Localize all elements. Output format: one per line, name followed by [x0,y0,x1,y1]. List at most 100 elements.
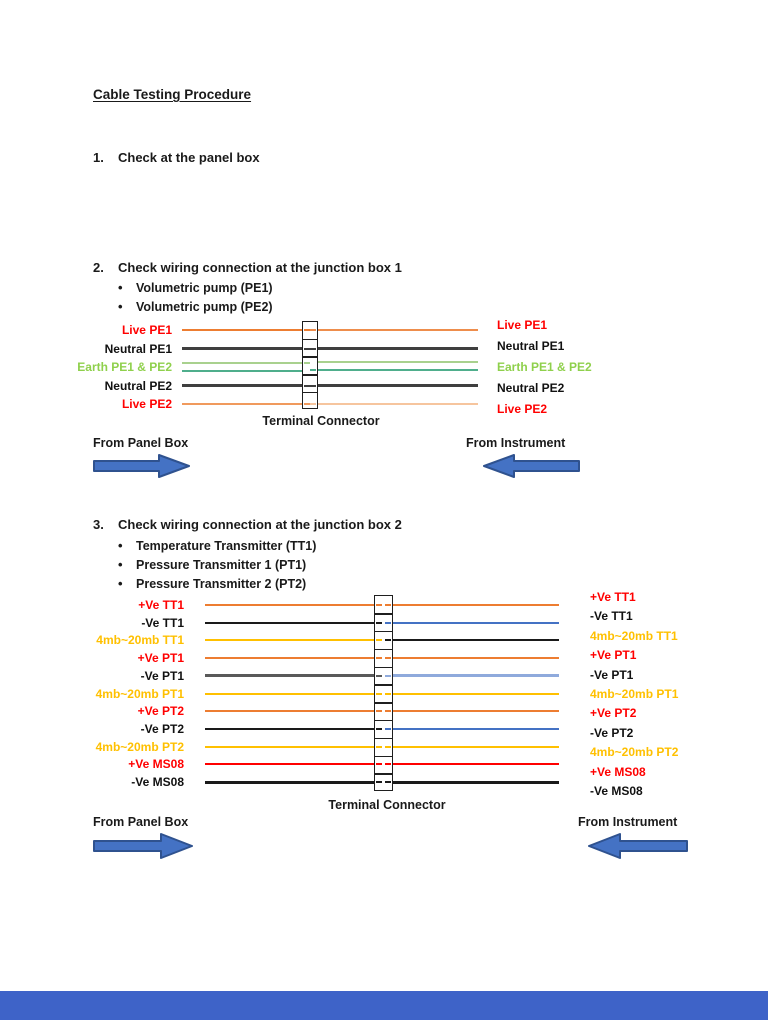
wire-line [393,745,559,748]
wire-stub [376,745,382,748]
wire-stub [376,674,382,677]
from-panel-box-label: From Panel Box [93,815,189,829]
list-text: Check wiring connection at the junction … [118,517,402,532]
wire-line [182,329,302,331]
wire-line [205,621,374,624]
wire-stub [385,621,391,624]
wire-line [318,369,478,371]
wire-stub [376,657,382,660]
wire-line [393,692,559,695]
wire-label-left: +Ve PT2 [137,704,184,719]
wire-label-left: Live PE2 [121,397,172,411]
bullet-text: Temperature Transmitter (TT1) [136,539,317,553]
wire-line [393,780,559,784]
wire-label-left: Live PE1 [121,323,172,337]
wire-label-left: 4mb~20mb PT2 [95,739,184,754]
bullet-item: • Temperature Transmitter (TT1) [118,538,316,553]
list-number: 2. [93,260,104,275]
from-panel-box-label: From Panel Box [93,436,189,450]
list-text: Check at the panel box [118,150,260,165]
wire-label-right: Earth PE1 & PE2 [497,360,592,374]
wire-label-left: Neutral PE1 [104,341,172,356]
wire-label-left: Earth PE1 & PE2 [77,360,172,374]
bullet-dot-icon: • [118,280,123,295]
wire-line [205,674,374,678]
terminal-connector-label: Terminal Connector [262,414,380,428]
wire-line [205,745,374,748]
wire-label-right: -Ve TT1 [590,609,633,624]
list-number: 3. [93,517,104,532]
connector-cell-divider [375,755,392,758]
bullet-item: • Volumetric pump (PE1) [118,280,273,295]
connector-cell-divider [375,773,392,775]
terminal-connector [374,595,393,791]
connector-cell-divider [375,737,392,740]
wire-line [205,639,374,642]
wire-label-left: +Ve MS08 [128,757,184,772]
bullet-dot-icon: • [118,557,123,572]
list-item-3: 3. Check wiring connection at the junctio… [93,517,402,532]
bullet-text: Pressure Transmitter 1 (PT1) [136,558,307,572]
wire-stub [385,674,391,677]
wire-label-left: +Ve TT1 [138,598,184,612]
wire-stub [376,727,382,730]
wire-stub [304,329,310,331]
wire-stub [385,604,391,606]
wire-label-left: Neutral PE2 [104,378,172,393]
wire-line [393,657,559,660]
wire-line [205,692,374,695]
wire-line [205,780,374,784]
bullet-item: •Pressure Transmitter 2 (PT2) [118,576,306,591]
wire-label-right: Neutral PE2 [497,381,565,395]
wire-line [393,763,559,766]
wire-line [205,657,374,660]
bullet-dot-icon: • [118,576,123,591]
wire-line [182,370,302,372]
wire-label-right: -Ve PT2 [590,725,634,740]
wire-stub [385,657,391,660]
wire-stub [376,763,382,766]
wire-label-right: Live PE1 [497,318,548,332]
wire-line [393,621,559,624]
wire-line [393,710,559,713]
wire-stub [385,763,391,766]
wire-line [318,329,478,331]
list-item-1: 1.Check at the panel box [93,150,260,165]
wire-label-left: 4mb~20mb TT1 [96,633,184,648]
wire-stub [385,710,391,713]
wire-stub [385,639,391,642]
bullet-text: Volumetric pump (PE1) [136,281,273,295]
wire-stub [310,384,316,387]
wire-stub [310,329,316,331]
wire-line [205,710,374,713]
from-instrument-label: From Instrument [578,815,678,829]
wire-stub [310,403,316,405]
wire-stub [304,384,310,387]
wire-stub [376,639,382,642]
wire-line [318,384,478,387]
wire-line [318,361,478,363]
terminal-connector [302,321,318,409]
connector-cell-divider [375,684,392,686]
connector-cell-divider [303,374,317,376]
wire-label-right: -Ve PT1 [590,667,634,682]
wire-stub [304,362,310,364]
wire-label-left: -Ve TT1 [141,615,184,630]
wire-line [205,604,374,606]
wire-label-right: +Ve TT1 [590,590,636,604]
wire-stub [376,604,382,606]
from-instrument-label: From Instrument [466,436,566,450]
footer-bar [0,991,768,1020]
wire-label-left: +Ve PT1 [137,651,184,666]
arrow-left-icon [483,454,580,478]
bullet-dot-icon: • [118,538,123,553]
connector-cell-divider [303,356,317,358]
connector-cell-divider [375,702,392,704]
wire-label-right: +Ve PT1 [590,648,637,663]
terminal-connector-label: Terminal Connector [328,798,446,812]
bullet-dot-icon: • [118,299,123,314]
wire-stub [385,745,391,748]
wire-stub [385,781,391,783]
wire-label-right: 4mb~20mb PT1 [590,687,679,701]
